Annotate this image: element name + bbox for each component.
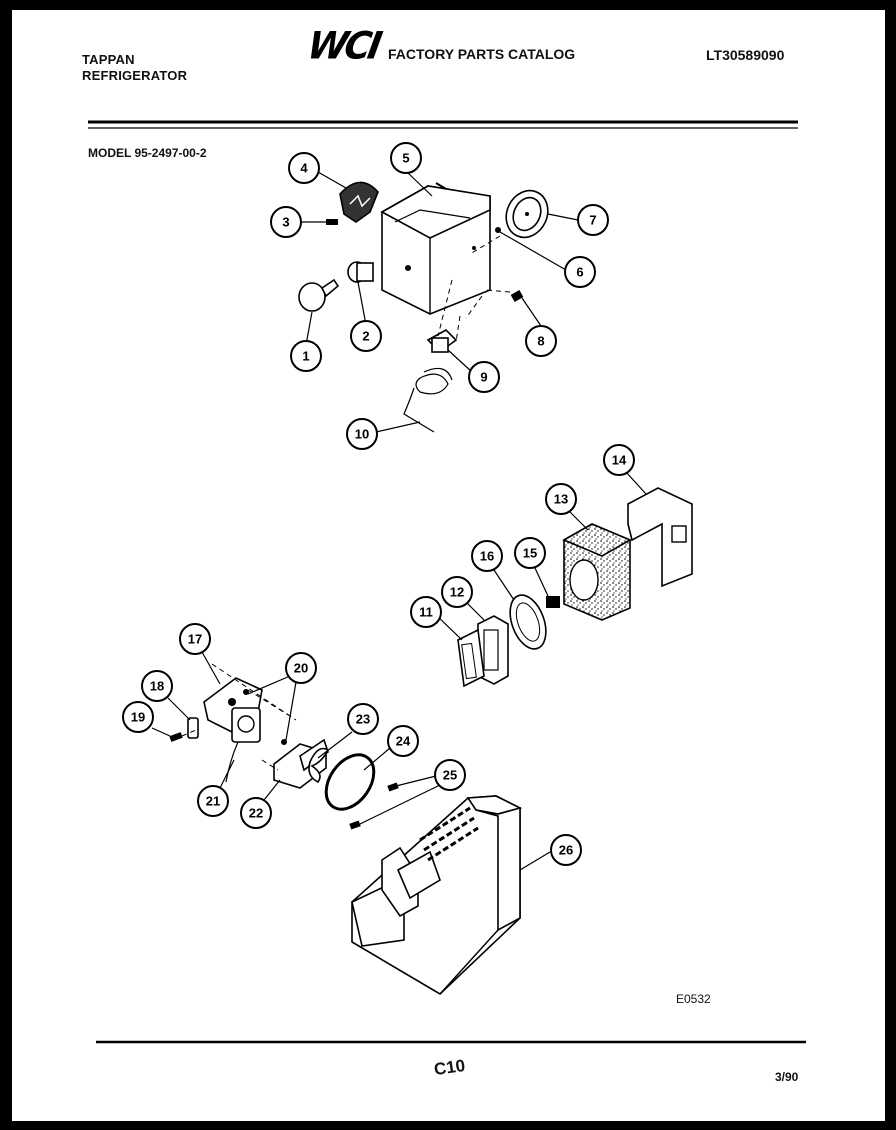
svg-text:3: 3 bbox=[282, 215, 289, 230]
light-housing-assembly bbox=[298, 181, 549, 433]
front-cover bbox=[351, 795, 523, 995]
svg-text:21: 21 bbox=[206, 794, 220, 809]
callout-26: 26 bbox=[550, 834, 582, 866]
drawing-code: E0532 bbox=[676, 992, 711, 1006]
callout-7: 7 bbox=[577, 204, 609, 236]
svg-text:15: 15 bbox=[523, 546, 537, 561]
callout-16: 16 bbox=[471, 540, 503, 572]
svg-text:22: 22 bbox=[249, 806, 263, 821]
svg-text:12: 12 bbox=[450, 585, 464, 600]
brand-name: TAPPAN bbox=[82, 52, 135, 67]
callout-23: 23 bbox=[347, 703, 379, 735]
svg-text:10: 10 bbox=[355, 427, 369, 442]
callout-14: 14 bbox=[603, 444, 635, 476]
svg-text:24: 24 bbox=[396, 734, 411, 749]
svg-text:17: 17 bbox=[188, 632, 202, 647]
svg-text:25: 25 bbox=[443, 768, 457, 783]
product-type: REFRIGERATOR bbox=[82, 68, 188, 83]
callout-13: 13 bbox=[545, 483, 577, 515]
fan-assembly bbox=[457, 487, 693, 688]
leader-lines bbox=[151, 171, 647, 871]
callout-5: 5 bbox=[390, 142, 422, 174]
svg-text:7: 7 bbox=[589, 213, 596, 228]
svg-text:14: 14 bbox=[612, 453, 627, 468]
revision-date: 3/90 bbox=[775, 1070, 799, 1084]
svg-text:5: 5 bbox=[402, 151, 409, 166]
callout-12: 12 bbox=[441, 576, 473, 608]
svg-text:19: 19 bbox=[131, 710, 145, 725]
callout-24: 24 bbox=[387, 725, 419, 757]
callout-18: 18 bbox=[141, 670, 173, 702]
svg-text:8: 8 bbox=[537, 334, 544, 349]
callout-22: 22 bbox=[240, 797, 272, 829]
callout-19: 19 bbox=[122, 701, 154, 733]
callout-2: 2 bbox=[350, 320, 382, 352]
catalog-number: LT30589090 bbox=[706, 47, 785, 63]
svg-text:16: 16 bbox=[480, 549, 494, 564]
callout-3: 3 bbox=[270, 206, 302, 238]
svg-text:2: 2 bbox=[362, 329, 369, 344]
callout-6: 6 bbox=[564, 256, 596, 288]
dispenser-motor-assembly bbox=[169, 663, 399, 830]
svg-text:1: 1 bbox=[302, 349, 309, 364]
callout-8: 8 bbox=[525, 325, 557, 357]
callout-21: 21 bbox=[197, 785, 229, 817]
callout-4: 4 bbox=[288, 152, 320, 184]
callout-25: 25 bbox=[434, 759, 466, 791]
svg-text:18: 18 bbox=[150, 679, 164, 694]
svg-text:26: 26 bbox=[559, 843, 573, 858]
svg-text:13: 13 bbox=[554, 492, 568, 507]
callout-11: 11 bbox=[410, 596, 442, 628]
svg-text:4: 4 bbox=[300, 161, 308, 176]
callout-20: 20 bbox=[285, 652, 317, 684]
callout-15: 15 bbox=[514, 537, 546, 569]
callout-9: 9 bbox=[468, 361, 500, 393]
svg-text:20: 20 bbox=[294, 661, 308, 676]
callout-1: 1 bbox=[290, 340, 322, 372]
model-label: MODEL 95-2497-00-2 bbox=[88, 146, 207, 160]
svg-text:11: 11 bbox=[419, 605, 433, 620]
svg-text:6: 6 bbox=[576, 265, 583, 280]
svg-text:9: 9 bbox=[480, 370, 487, 385]
callout-10: 10 bbox=[346, 418, 378, 450]
callout-17: 17 bbox=[179, 623, 211, 655]
svg-text:23: 23 bbox=[356, 712, 370, 727]
callouts: 1 2 3 4 5 6 7 8 9 10 11 12 13 14 15 16 1… bbox=[122, 142, 635, 866]
catalog-title: FACTORY PARTS CATALOG bbox=[388, 46, 576, 62]
